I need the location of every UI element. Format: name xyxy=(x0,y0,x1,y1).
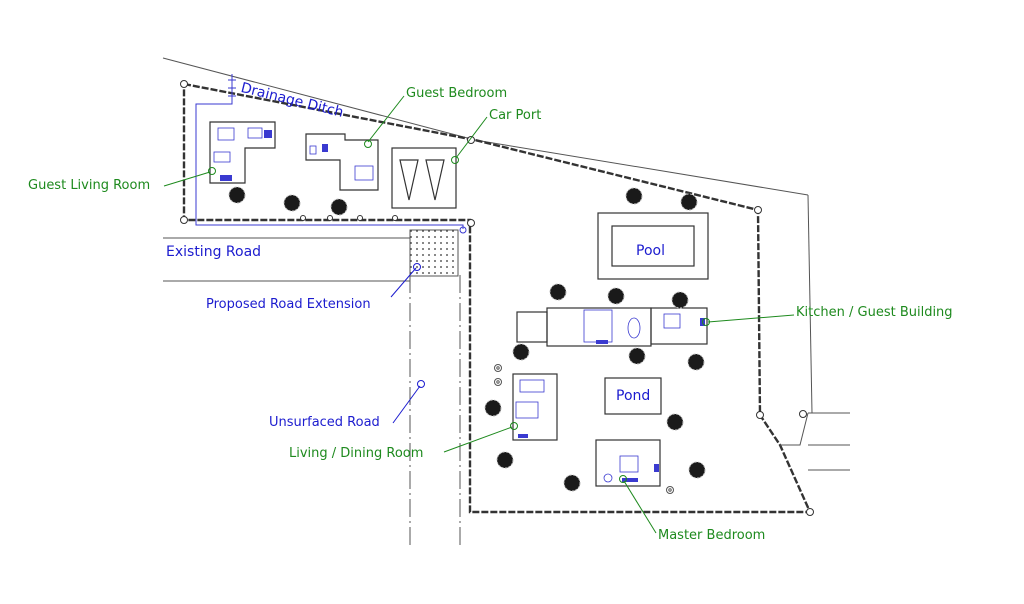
master-bedroom-building xyxy=(595,439,661,487)
living-dining-room-label: Living / Dining Room xyxy=(289,446,424,461)
green-leaders xyxy=(163,95,795,534)
unsurfaced-road-label: Unsurfaced Road xyxy=(269,415,380,430)
kitchen-guest-building-label: Kitchen / Guest Building xyxy=(796,305,953,320)
pool xyxy=(597,212,709,280)
proposed-road-extension-label: Proposed Road Extension xyxy=(206,297,371,312)
site-markers xyxy=(494,364,674,494)
car-port-label: Car Port xyxy=(489,108,542,123)
guest-living-room-building xyxy=(209,121,276,184)
pond-label: Pond xyxy=(616,388,651,404)
right-notch xyxy=(780,412,809,446)
proposed-road-extension-area xyxy=(409,229,459,277)
drainage-ditch-line xyxy=(195,74,467,234)
guest-living-room-label: Guest Living Room xyxy=(28,178,151,193)
property-boundary xyxy=(182,82,812,514)
trees xyxy=(228,186,706,492)
master-bedroom-label: Master Bedroom xyxy=(658,528,766,543)
pond xyxy=(604,377,662,415)
blue-leaders xyxy=(390,263,425,424)
car-port xyxy=(391,147,457,209)
guest-bedroom-label: Guest Bedroom xyxy=(406,86,508,101)
living-dining-building xyxy=(512,373,558,441)
context-lines xyxy=(162,57,850,471)
pool-label: Pool xyxy=(636,243,665,259)
unsurfaced-road-lines xyxy=(409,275,461,545)
boundary-corners xyxy=(180,80,814,516)
kitchen-guest-building xyxy=(516,307,708,347)
existing-road-label: Existing Road xyxy=(166,244,262,260)
guest-bedroom-building xyxy=(305,133,379,191)
